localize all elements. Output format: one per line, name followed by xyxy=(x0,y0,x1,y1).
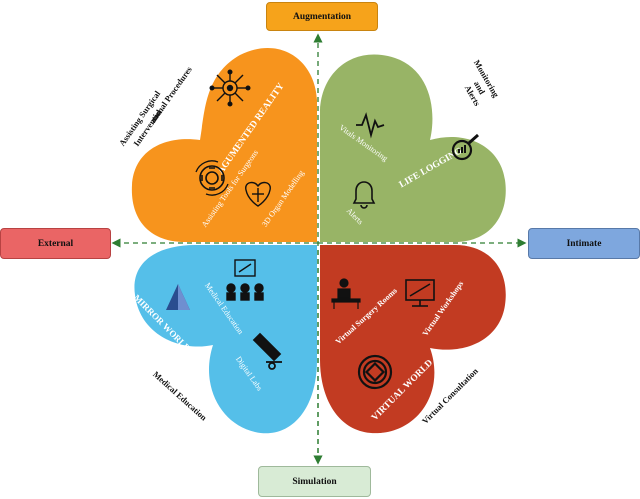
simulation-axis-label: Simulation xyxy=(258,466,371,497)
life-logging-petal xyxy=(320,54,506,242)
organ-model-icon xyxy=(245,181,271,207)
magnifier-chart-icon xyxy=(451,133,479,161)
ar-outer-label-line3: Interventional Procedures xyxy=(131,64,194,148)
external-axis-label: External xyxy=(0,228,111,259)
mirror-world-petal xyxy=(134,245,317,434)
pyramid-logo-icon xyxy=(166,284,190,310)
augmented-reality-petal xyxy=(131,47,317,242)
augmentation-axis-label: Augmentation xyxy=(266,2,378,31)
intimate-axis-label: Intimate xyxy=(528,228,640,259)
pulse-icon xyxy=(356,112,385,139)
gear-cycle-icon xyxy=(195,160,229,196)
surgery-icon xyxy=(331,278,361,309)
circuit-eye-icon xyxy=(209,69,251,107)
metaverse-ring-icon xyxy=(357,354,393,390)
virtual-world-petal xyxy=(320,245,506,434)
presentation-icon xyxy=(226,259,264,301)
microscope-icon xyxy=(252,332,282,370)
bell-icon xyxy=(352,181,376,209)
mw-outer-label: Medical Education xyxy=(151,369,209,423)
workshop-screen-icon xyxy=(405,279,435,307)
